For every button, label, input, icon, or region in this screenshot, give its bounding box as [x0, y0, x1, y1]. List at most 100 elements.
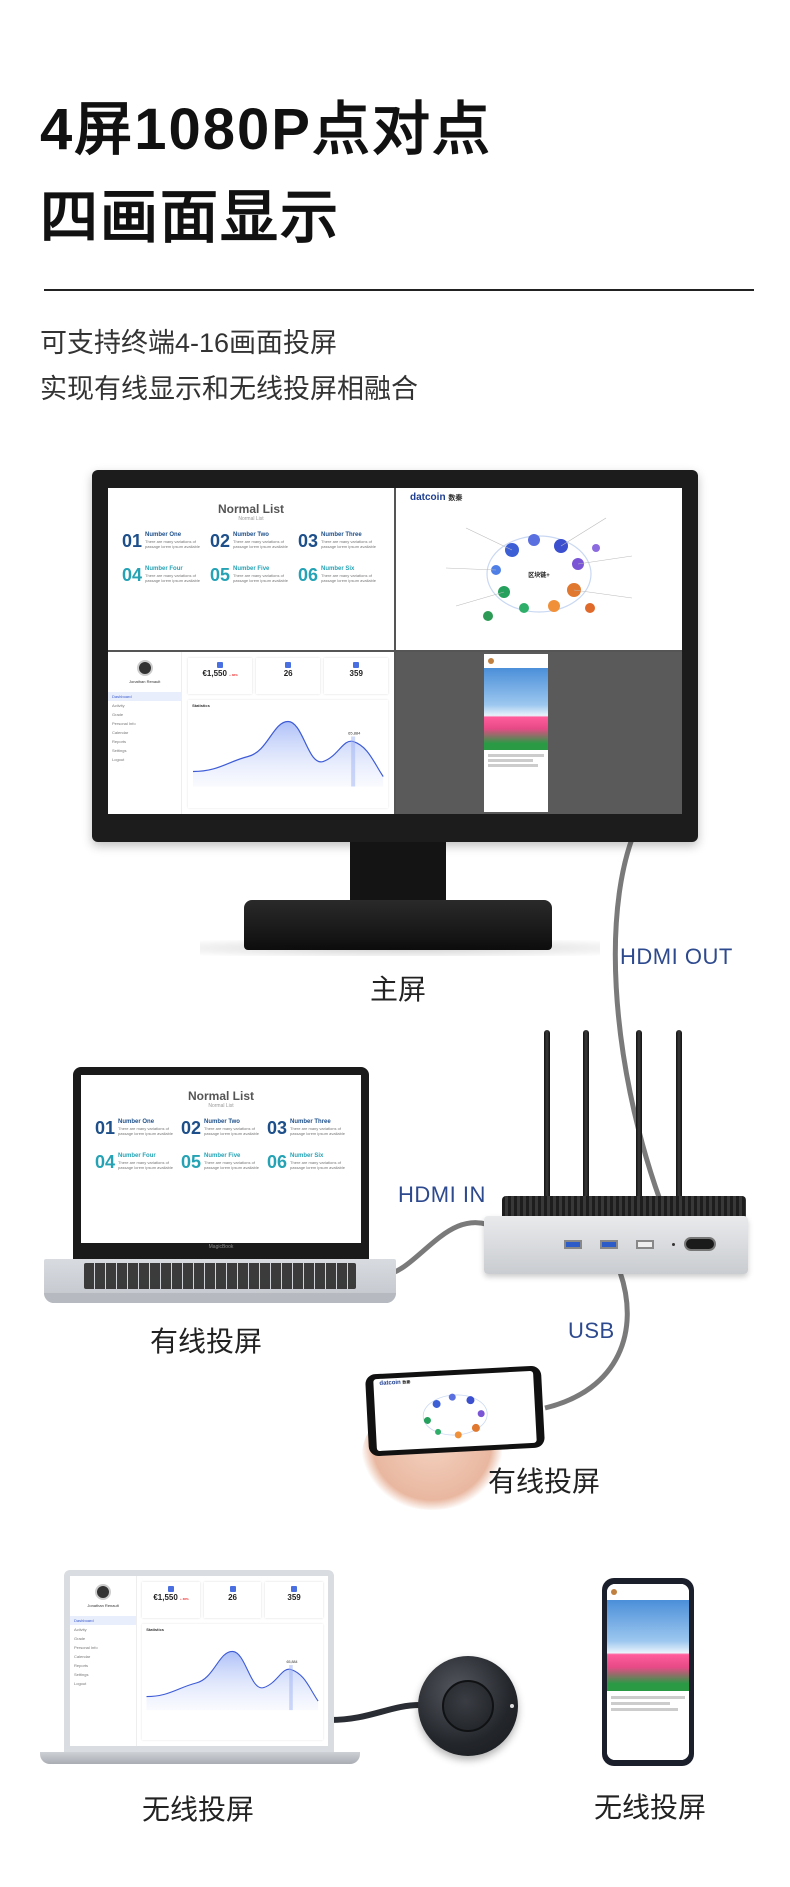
dashboard-menu: Dashboard Activity Grade Personal Info C… — [70, 1616, 137, 1688]
stat-value: 359 — [349, 669, 363, 678]
stat-value: 359 — [287, 1593, 301, 1602]
normal-list-subtitle: Normal List — [238, 516, 264, 522]
feed-text-lines — [484, 750, 548, 771]
phone-feed-view — [607, 1584, 689, 1760]
menu-item-logout[interactable]: Logout — [74, 1681, 87, 1686]
laptop-screen: Jonathan Renault Dashboard Activity Grad… — [70, 1576, 328, 1746]
list-desc: There are many variations of passage lor… — [290, 1160, 345, 1170]
normal-list-title: Normal List — [217, 502, 284, 516]
avatar — [95, 1584, 112, 1600]
menu-item-dashboard[interactable]: Dashboard — [70, 1616, 137, 1625]
menu-item-settings[interactable]: Settings — [74, 1672, 89, 1677]
phone-wireless — [602, 1578, 694, 1766]
list-desc: There are many variations of passage lor… — [290, 1126, 345, 1136]
list-head: Number One — [145, 532, 182, 538]
feed-photo — [607, 1599, 689, 1692]
menu-item-activity[interactable]: Activity — [112, 703, 125, 708]
list-number: 06 — [267, 1152, 288, 1172]
power-button[interactable] — [684, 1237, 716, 1251]
headline-line-2: 四画面显示 — [40, 185, 341, 250]
phone-screen — [607, 1584, 689, 1760]
keyboard — [84, 1263, 356, 1289]
headline-line-1: 4屏1080P点对点 — [40, 97, 492, 162]
dashboard: Jonathan Renault Dashboard Activity Grad… — [70, 1576, 328, 1746]
pyramid-icon — [291, 1586, 298, 1592]
label-wired-cast-phone: 有线投屏 — [488, 1466, 601, 1497]
stat-card: 26 — [203, 1582, 262, 1618]
feed-text-lines — [607, 1691, 689, 1716]
menu-item-personal[interactable]: Personal Info — [74, 1645, 98, 1650]
list-desc: There are many variations of passage lor… — [321, 539, 376, 549]
list-desc: There are many variations of passage lor… — [204, 1160, 259, 1170]
menu-item-dashboard[interactable]: Dashboard — [108, 692, 182, 701]
statistics-title: Statistics — [146, 1627, 165, 1632]
menu-item-reports[interactable]: Reports — [112, 739, 127, 744]
list-head: Number Two — [204, 1119, 240, 1125]
list-desc: There are many variations of passage lor… — [233, 573, 288, 583]
menu-item-calendar[interactable]: Calendar — [112, 730, 129, 735]
list-desc: There are many variations of passage lor… — [145, 573, 200, 583]
list-head: Number Four — [118, 1153, 156, 1159]
list-number: 01 — [122, 531, 143, 551]
user-name: Jonathan Renault — [129, 679, 161, 684]
label-wireless-cast-phone: 无线投屏 — [594, 1792, 707, 1823]
tag-hdmi-out: HDMI OUT — [620, 944, 733, 969]
list-number: 04 — [122, 565, 143, 585]
receiver-box — [484, 1216, 748, 1274]
dashboard-sidebar: Jonathan Renault Dashboard Activity Grad… — [108, 652, 183, 814]
list-head: Number Three — [321, 532, 362, 538]
list-head: Number Five — [233, 566, 270, 572]
usb-port[interactable] — [600, 1240, 618, 1249]
avatar — [488, 658, 494, 665]
list-number: 02 — [181, 1118, 202, 1138]
menu-item-settings[interactable]: Settings — [112, 748, 127, 753]
menu-item-activity[interactable]: Activity — [74, 1627, 87, 1632]
status-led — [672, 1243, 675, 1246]
usb-port[interactable] — [636, 1240, 654, 1249]
wireless-dongle[interactable] — [418, 1656, 518, 1756]
stat-cards: €1,550 + 38% 26 359 — [142, 1582, 323, 1618]
stat-value: €1,550 — [202, 669, 227, 678]
stat-card: 26 — [256, 658, 321, 694]
list-head: Number One — [118, 1119, 155, 1125]
dongle-button[interactable] — [442, 1680, 494, 1732]
list-desc: There are many variations of passage lor… — [321, 573, 376, 583]
usb-port[interactable] — [564, 1240, 582, 1249]
list-number: 05 — [181, 1152, 202, 1172]
monitor-stand — [244, 900, 552, 950]
calendar-icon — [285, 662, 292, 668]
menu-item-logout[interactable]: Logout — [112, 757, 125, 762]
list-head: Number Two — [233, 532, 269, 538]
list-head: Number Six — [290, 1153, 324, 1159]
menu-item-calendar[interactable]: Calendar — [74, 1654, 91, 1659]
label-main-screen: 主屏 — [370, 974, 427, 1005]
list-number: 02 — [210, 531, 231, 551]
stat-card: €1,550 + 38% — [142, 1582, 200, 1618]
stat-card: 359 — [324, 658, 389, 694]
list-number: 03 — [298, 531, 319, 551]
dashboard: Jonathan Renault Dashboard Activity Grad… — [108, 652, 394, 814]
divider — [44, 289, 754, 291]
menu-item-personal[interactable]: Personal Info — [112, 721, 136, 726]
feed-header — [484, 654, 548, 668]
menu-item-grade[interactable]: Grade — [74, 1636, 86, 1641]
menu-item-grade[interactable]: Grade — [112, 712, 124, 717]
menu-item-reports[interactable]: Reports — [74, 1663, 89, 1668]
avatar — [136, 660, 153, 676]
subtext: 可支持终端4-16画面投屏 实现有线显示和无线投屏相融合 — [40, 320, 418, 412]
monitor-shadow — [200, 940, 600, 956]
stat-card: 359 — [265, 1582, 323, 1618]
list-number: 01 — [95, 1118, 116, 1138]
datcoin-logo: datcoin 数秦 — [410, 492, 462, 503]
